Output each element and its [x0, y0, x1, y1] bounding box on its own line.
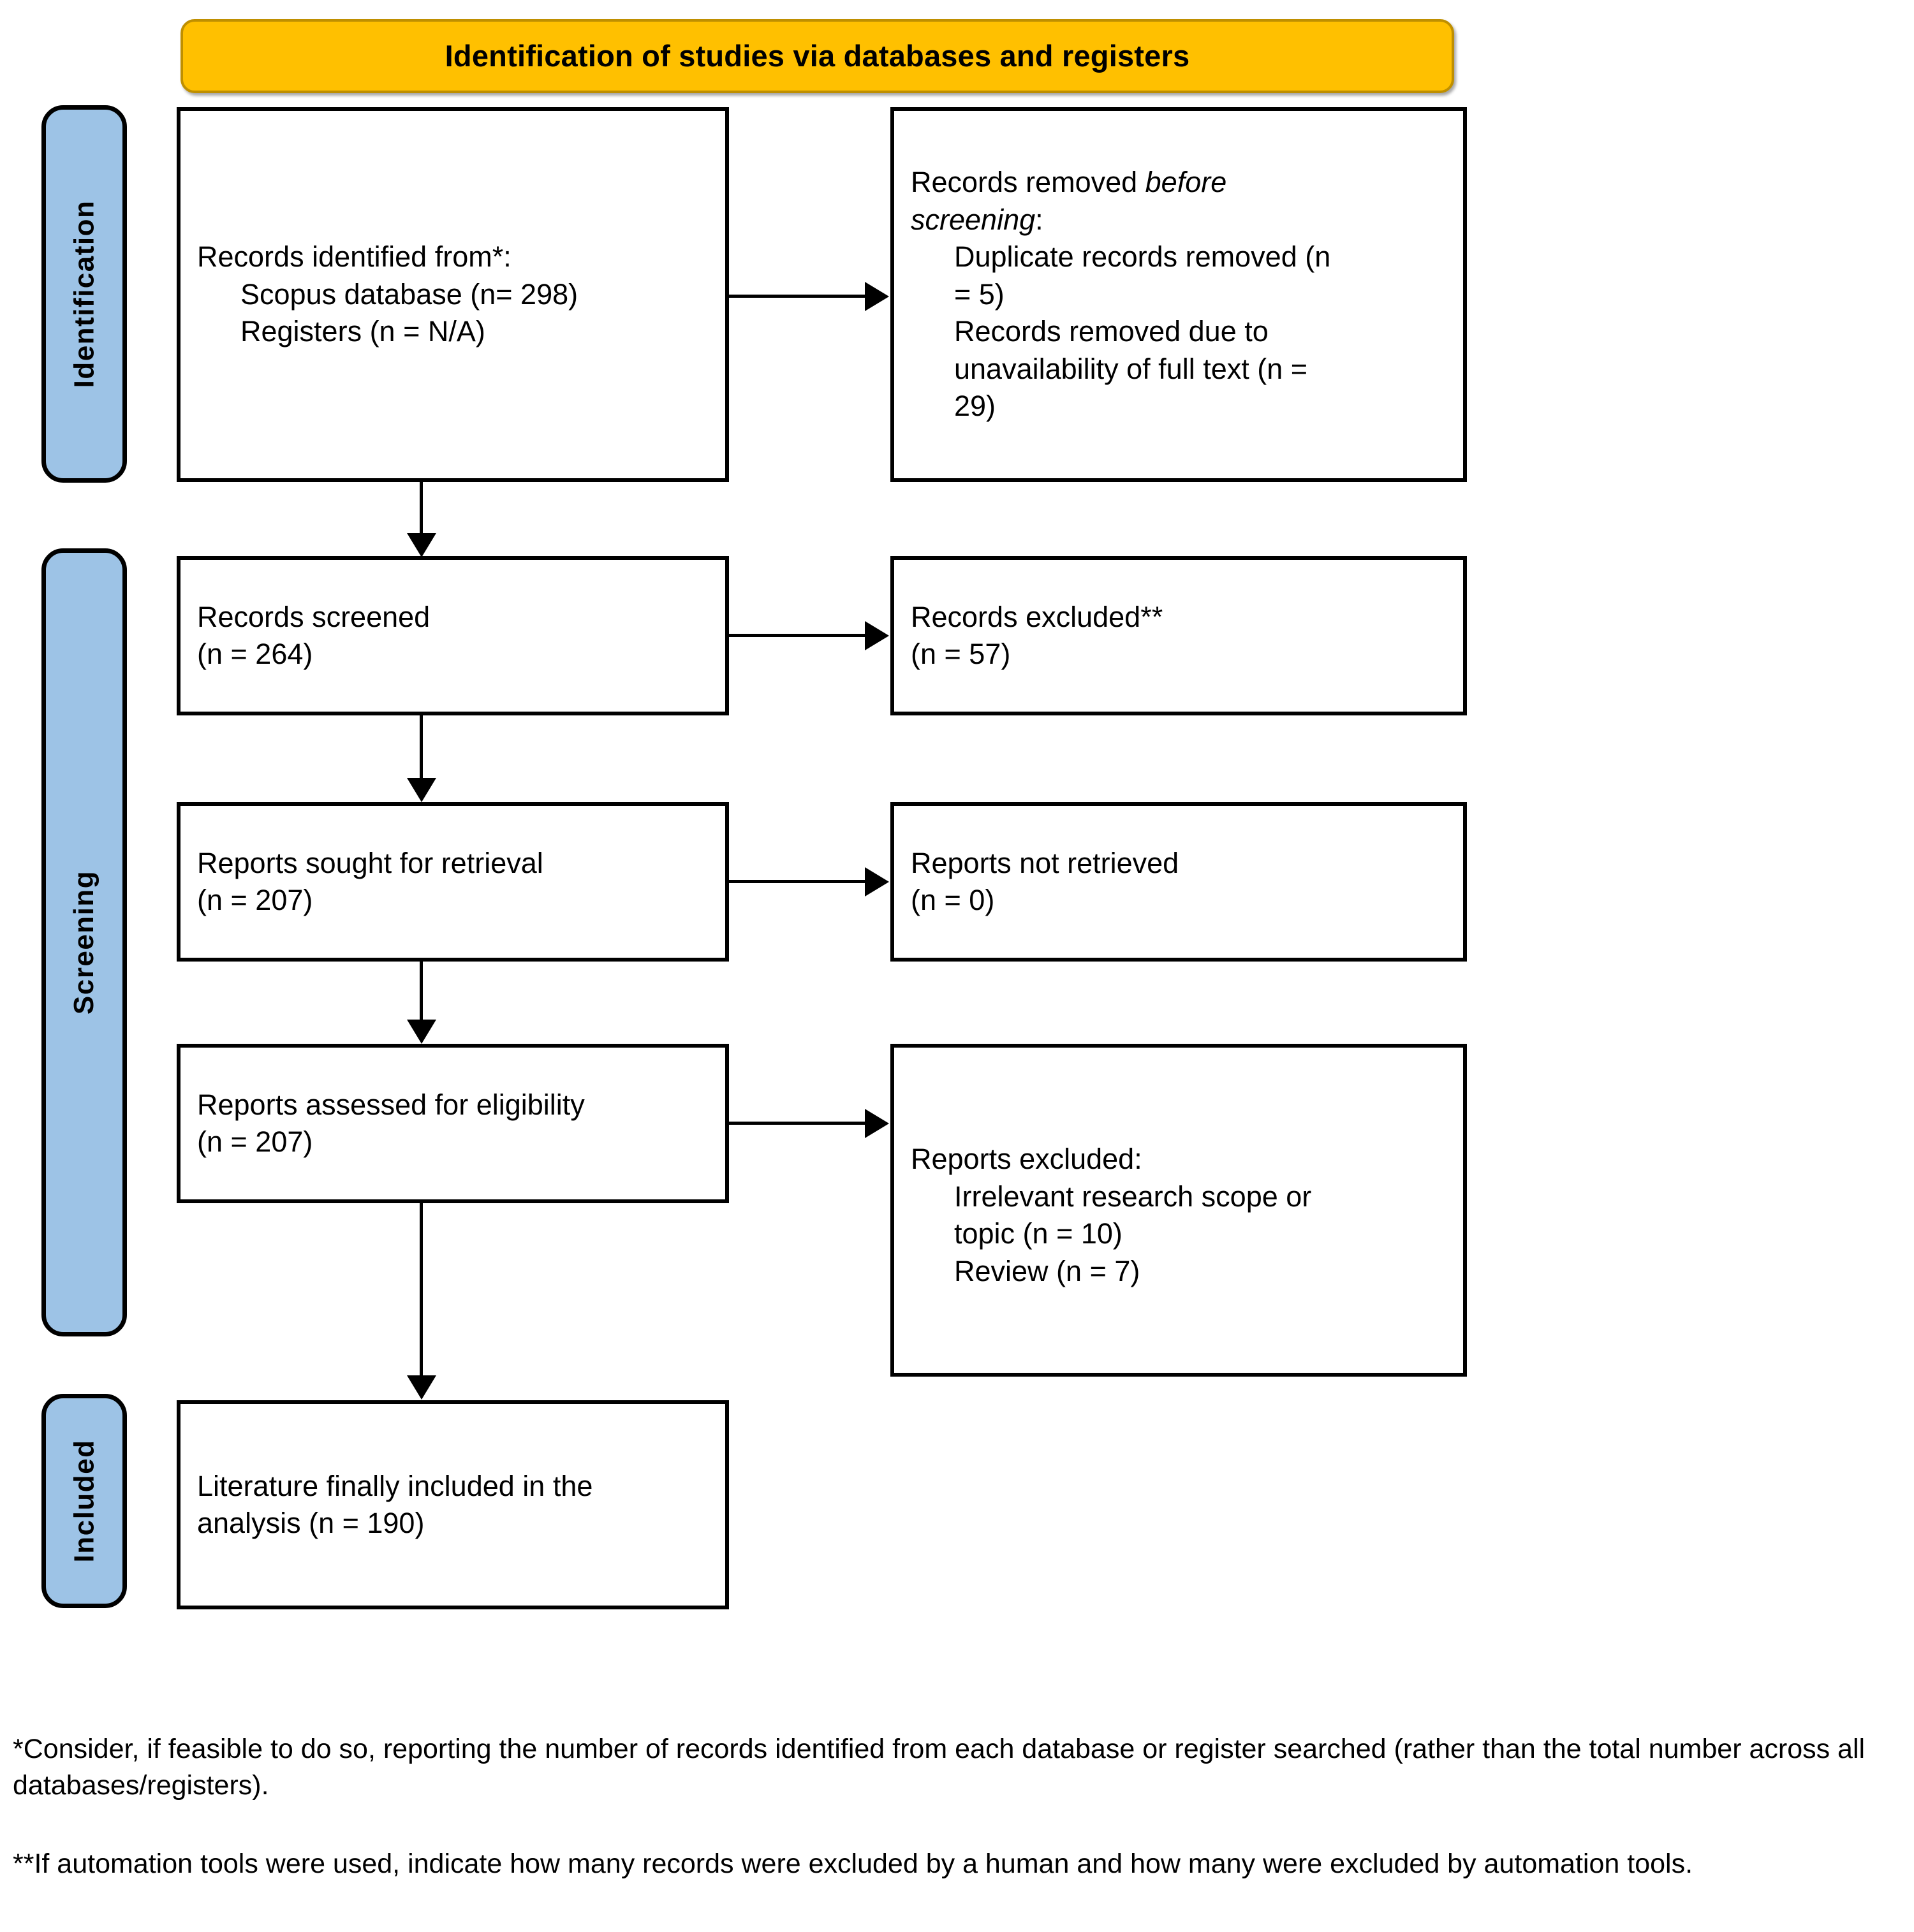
records-excluded-line-2: (n = 57) — [911, 638, 1011, 670]
box-records-excluded: Records excluded** (n = 57) — [890, 556, 1467, 715]
arrow-head-down-icon — [407, 533, 436, 557]
phase-label-identification-text: Identification — [68, 200, 99, 388]
arrow-identified-to-removed — [729, 281, 890, 312]
arrow-shaft — [420, 482, 423, 534]
records-identified-line-1: Records identified from*: — [197, 240, 512, 274]
arrow-identified-to-screened — [406, 482, 438, 557]
box-reports-not-retrieved: Reports not retrieved (n = 0) — [890, 802, 1467, 962]
records-removed-line-2: screening: — [911, 201, 1447, 239]
records-screened-line-2: (n = 264) — [197, 638, 313, 670]
reports-sought-line-1: Reports sought for retrieval — [197, 846, 543, 879]
records-removed-line-7: 29) — [954, 390, 996, 423]
arrow-head-down-icon — [407, 1375, 436, 1400]
arrow-screened-to-sought — [406, 715, 438, 805]
literature-included-line-1: Literature finally included in the — [197, 1469, 593, 1502]
footnote-single-asterisk: *Consider, if feasible to do so, reporti… — [13, 1734, 1866, 1801]
box-literature-included: Literature finally included in the analy… — [177, 1400, 729, 1609]
records-removed-line-6: unavailability of full text (n = — [954, 352, 1308, 385]
records-screened-line-1: Records screened — [197, 600, 431, 633]
reports-sought-line-2: (n = 207) — [197, 884, 313, 916]
reports-excluded-line-4: Review (n = 7) — [954, 1254, 1140, 1287]
arrow-shaft — [729, 634, 866, 637]
arrow-head-right-icon — [865, 282, 889, 311]
arrow-shaft — [420, 962, 423, 1021]
arrow-head-down-icon — [407, 778, 436, 802]
records-removed-line-5: Records removed due to — [954, 315, 1269, 348]
records-removed-line-3: Duplicate records removed (n — [954, 240, 1331, 274]
arrow-head-right-icon — [865, 867, 889, 896]
phase-label-screening-text: Screening — [68, 870, 99, 1015]
arrow-sought-to-assessed — [406, 962, 438, 1046]
arrow-head-down-icon — [407, 1020, 436, 1044]
reports-excluded-line-3: topic (n = 10) — [954, 1217, 1123, 1250]
arrow-shaft — [420, 715, 423, 779]
records-removed-line-2-italic: screening — [911, 203, 1036, 236]
literature-included-line-2: analysis (n = 190) — [197, 1507, 425, 1539]
arrow-sought-to-not-retrieved — [729, 866, 890, 898]
reports-assessed-line-2: (n = 207) — [197, 1125, 313, 1158]
box-records-screened: Records screened (n = 264) — [177, 556, 729, 715]
reports-not-retrieved-line-1: Reports not retrieved — [911, 846, 1179, 879]
arrow-assessed-to-included — [406, 1203, 438, 1402]
arrow-assessed-to-reports-excluded — [729, 1108, 890, 1139]
diagram-title-banner: Identification of studies via databases … — [180, 19, 1454, 93]
records-removed-line-1-plain: Records removed — [911, 166, 1145, 199]
phase-label-included-text: Included — [68, 1439, 99, 1563]
box-records-removed-before-screening: Records removed before screening: Duplic… — [890, 107, 1467, 482]
reports-assessed-line-1: Reports assessed for eligibility — [197, 1088, 585, 1121]
phase-label-identification: Identification — [41, 105, 127, 483]
records-identified-line-3: Registers (n = N/A) — [240, 315, 485, 348]
records-removed-line-1: Records removed before — [911, 164, 1447, 201]
records-removed-line-4: = 5) — [954, 277, 1005, 311]
records-removed-line-2-colon: : — [1035, 203, 1043, 236]
diagram-title-text: Identification of studies via databases … — [445, 39, 1190, 73]
arrow-head-right-icon — [865, 621, 889, 650]
reports-excluded-line-1: Reports excluded: — [911, 1143, 1142, 1175]
box-reports-sought-for-retrieval: Reports sought for retrieval (n = 207) — [177, 802, 729, 962]
box-records-identified: Records identified from*: Scopus databas… — [177, 107, 729, 482]
reports-excluded-line-2: Irrelevant research scope or — [954, 1180, 1312, 1213]
records-identified-line-2: Scopus database (n= 298) — [240, 277, 578, 311]
arrow-head-right-icon — [865, 1109, 889, 1138]
arrow-shaft — [420, 1203, 423, 1377]
arrow-shaft — [729, 295, 866, 298]
footnote-double-asterisk: **If automation tools were used, indicat… — [13, 1848, 1693, 1879]
arrow-shaft — [729, 1122, 866, 1125]
reports-not-retrieved-line-2: (n = 0) — [911, 884, 995, 916]
arrow-shaft — [729, 880, 866, 883]
records-removed-line-1-italic: before — [1145, 166, 1227, 199]
box-reports-assessed-for-eligibility: Reports assessed for eligibility (n = 20… — [177, 1044, 729, 1203]
arrow-screened-to-excluded — [729, 620, 890, 652]
phase-label-screening: Screening — [41, 548, 127, 1336]
phase-label-included: Included — [41, 1394, 127, 1608]
records-excluded-line-1: Records excluded** — [911, 600, 1163, 633]
box-reports-excluded: Reports excluded: Irrelevant research sc… — [890, 1044, 1467, 1377]
